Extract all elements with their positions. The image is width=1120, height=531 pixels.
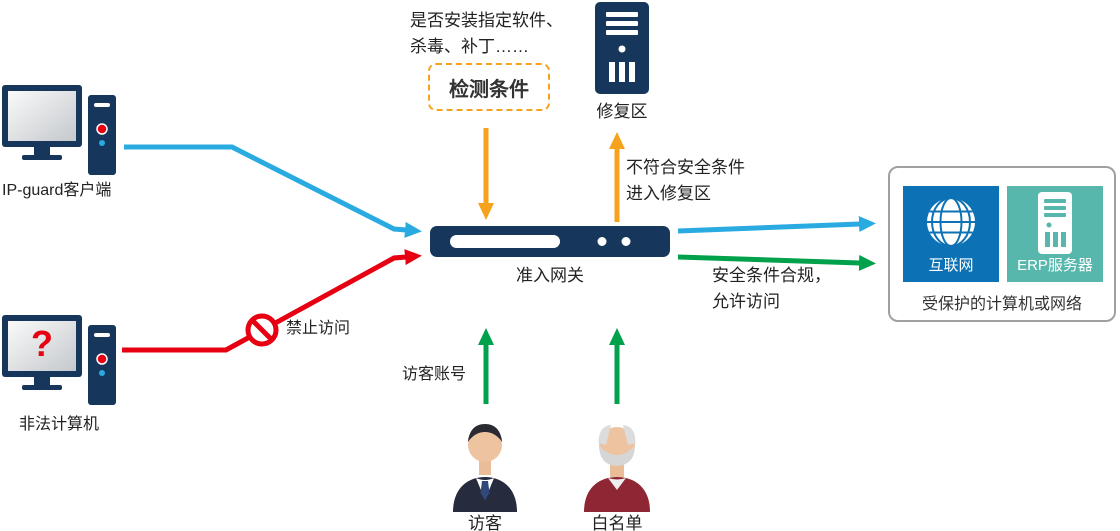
erp-label: ERP服务器	[1017, 257, 1093, 274]
ipguard-client-label: IP-guard客户端	[2, 182, 112, 199]
visitor-person-icon	[453, 424, 517, 512]
repair-server-icon	[595, 2, 649, 94]
repair-zone-label: 修复区	[596, 102, 648, 121]
erp-tile: ERP服务器	[1007, 186, 1103, 282]
globe-icon	[927, 197, 975, 247]
allow-arrow	[677, 254, 876, 271]
internet-tile: 互联网	[903, 186, 999, 282]
whitelist-person-icon	[584, 425, 650, 512]
allow-flow-line2: 允许访问	[712, 292, 780, 311]
repair-flow-line2: 进入修复区	[626, 184, 711, 203]
gateway-icon	[430, 226, 670, 257]
whitelist-label: 白名单	[591, 514, 643, 531]
gateway-label: 准入网关	[516, 266, 584, 285]
gateway-to-network-arrow	[677, 216, 876, 234]
visitor-account-label: 访客账号	[402, 366, 467, 383]
deny-access-label: 禁止访问	[286, 320, 351, 337]
desktop-computer-icon	[2, 85, 116, 175]
erp-server-icon	[1038, 192, 1072, 254]
illegal-question-mark: ?	[31, 323, 53, 364]
illegal-computer-label: 非法计算机	[18, 416, 99, 433]
illegal-computer-icon	[2, 315, 116, 405]
no-entry-icon	[245, 313, 279, 347]
detect-note-line2: 杀毒、补丁……	[410, 37, 529, 56]
deny-flow-arrow	[122, 249, 422, 353]
internet-label: 互联网	[928, 257, 974, 274]
client-flow-arrow	[124, 144, 422, 238]
allow-flow-line1: 安全条件合规，	[712, 266, 831, 285]
detect-note-line1: 是否安装指定软件、	[410, 11, 563, 30]
protected-caption: 受保护的计算机或网络	[921, 296, 1082, 313]
visitor-label: 访客	[468, 514, 502, 531]
detect-condition-label: 检测条件	[449, 78, 529, 101]
repair-flow-line1: 不符合安全条件	[626, 158, 745, 177]
protected-network-box: 互联网 ERP服务器 受保护的计算机或网络	[888, 166, 1116, 322]
detect-condition-box: 检测条件	[428, 63, 550, 111]
